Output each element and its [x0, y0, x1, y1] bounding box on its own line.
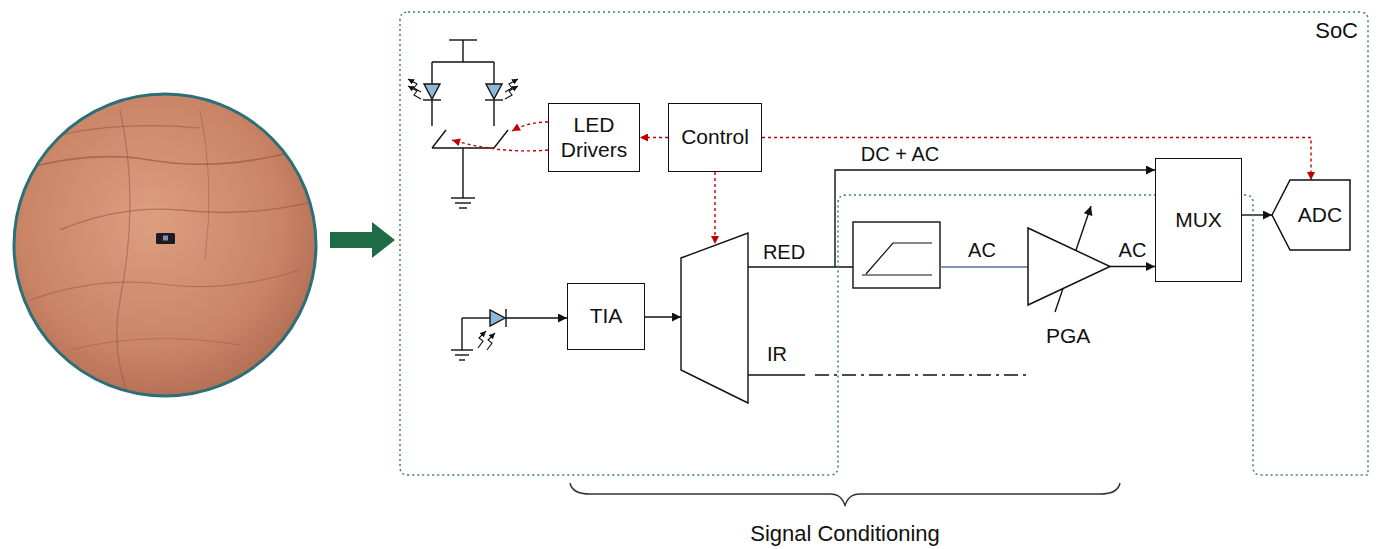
triangle-path: [1028, 228, 1110, 305]
palm-crease: [60, 200, 320, 230]
sensor-window: [163, 236, 168, 241]
node-label: TIA: [590, 304, 623, 328]
node-label: MUX: [1175, 208, 1222, 232]
led-circuit: [423, 40, 508, 208]
palm-crease: [70, 339, 240, 350]
brace: [570, 483, 1120, 506]
palm-crease: [117, 110, 130, 400]
wire: [645, 316, 681, 317]
control-line: [512, 122, 548, 131]
ground-symbol: [459, 207, 467, 208]
wire: [462, 40, 463, 62]
wire: [431, 62, 432, 84]
node-label: Control: [681, 125, 749, 149]
led-symbol: [424, 84, 440, 99]
signal-name: AC: [1117, 239, 1149, 261]
photo-frame: [14, 94, 316, 396]
mux-box: MUX: [1155, 158, 1242, 282]
wire: [506, 317, 567, 318]
palm-crease: [20, 150, 300, 170]
ground-symbol: [455, 354, 469, 355]
wire: [462, 317, 490, 318]
ground-symbol: [455, 202, 471, 203]
wire: [493, 100, 494, 126]
wire: [748, 374, 805, 375]
driver-box: LED Drivers: [548, 103, 640, 172]
palm-crease: [200, 110, 209, 260]
node-label: LED Drivers: [556, 113, 632, 161]
wire: [940, 266, 1028, 267]
adc-shape: ADC: [1272, 180, 1350, 250]
light-ray: [487, 333, 495, 350]
control-line: [714, 172, 715, 244]
soc-outline-path: [400, 12, 1368, 475]
triangle-outline: [1028, 228, 1110, 305]
amplifier-triangle: PGA: [1028, 228, 1110, 305]
wire: [461, 318, 462, 350]
palm-crease: [30, 270, 300, 300]
skin: [10, 90, 322, 402]
adc-path: [1272, 180, 1350, 250]
ground-symbol: [451, 197, 475, 198]
palm-photo: [10, 90, 330, 405]
wire: [431, 100, 432, 126]
switch-blade: [432, 130, 446, 148]
signal-connector: [640, 137, 668, 138]
filter-curve: [866, 243, 932, 274]
wire: [493, 62, 494, 84]
signal-path: [645, 170, 1242, 403]
node-label: ADC: [1298, 203, 1342, 227]
ground-symbol: [451, 349, 473, 350]
photodiode-symbol: [490, 310, 505, 326]
signal-connector: [1242, 214, 1272, 215]
node-label: SoC: [1315, 18, 1358, 43]
sleeve: [250, 345, 330, 405]
bracket-label: Signal Conditioning: [748, 522, 942, 546]
node-label: PGA: [1046, 324, 1090, 348]
control-box: Control: [668, 103, 762, 172]
light-rays: [408, 79, 518, 99]
demux-symbol: [681, 233, 748, 403]
signal-connector: [1110, 266, 1155, 267]
filter-box: [853, 222, 940, 288]
light-ray: [408, 86, 421, 99]
filter-axis: [862, 275, 932, 276]
signal-name: RED: [761, 241, 807, 263]
led-symbol: [486, 84, 502, 99]
control-line: [452, 140, 548, 151]
signal-name: AC: [966, 239, 998, 261]
flow-arrow: [330, 222, 395, 258]
sensor-chip: [156, 233, 175, 244]
light-ray: [478, 331, 486, 348]
wire: [462, 148, 463, 198]
switch-blade: [494, 130, 508, 148]
ground-symbol: [459, 359, 465, 360]
wire: [815, 374, 1030, 375]
light-ray: [505, 86, 518, 99]
signal-name: DC + AC: [859, 143, 941, 165]
photodiode-circuit: [451, 309, 567, 360]
amplifier-box: TIA: [567, 283, 645, 350]
signal-name: IR: [765, 343, 789, 365]
wire: [432, 61, 494, 62]
